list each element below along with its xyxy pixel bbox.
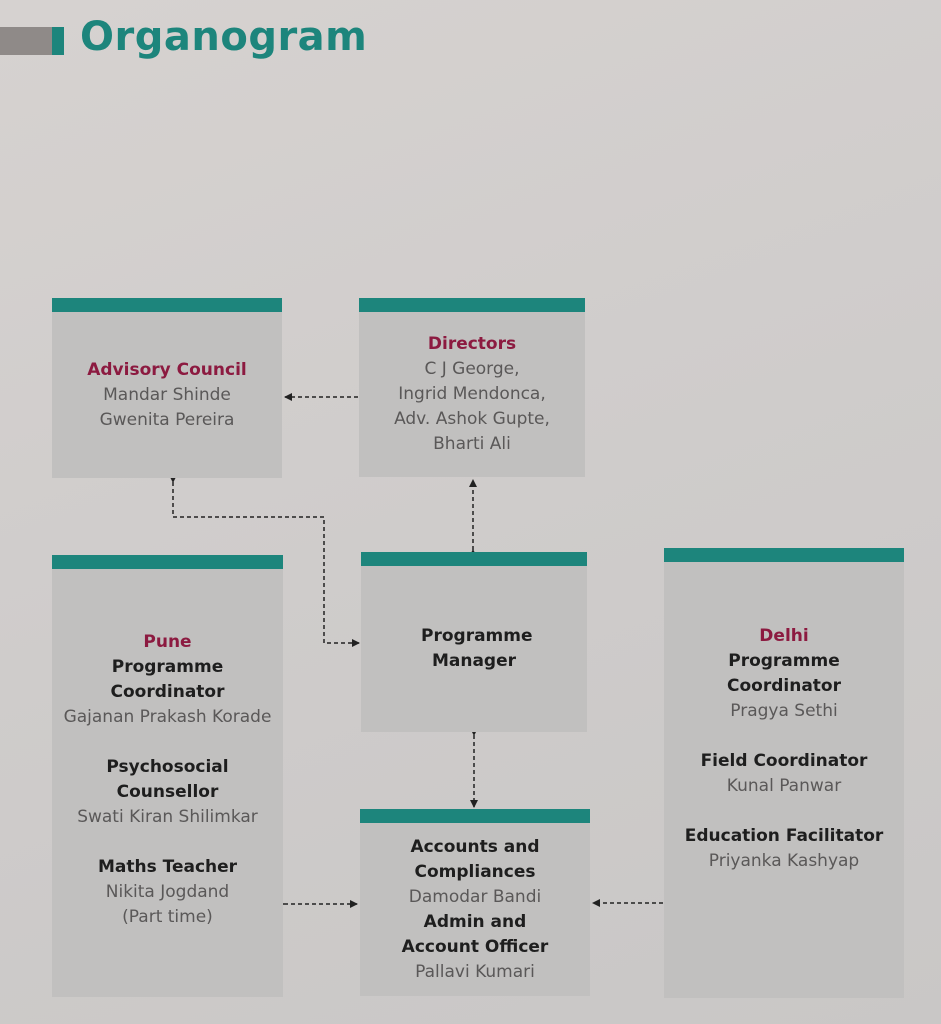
delhi-box: Delhi Programme Coordinator Pragya Sethi… — [664, 548, 904, 998]
role-title: Education Facilitator — [684, 826, 884, 846]
role-title: Accounts and Compliances — [410, 836, 540, 882]
member-name: Mandar Shinde — [103, 384, 231, 405]
member-name: Ingrid Mendonca, — [398, 384, 546, 404]
box-header-bar — [361, 552, 587, 566]
box-header-bar — [52, 555, 283, 569]
role-title: Psychosocial Counsellor — [106, 757, 229, 802]
role-title: Programme Coordinator — [110, 657, 225, 702]
person-name: Swati Kiran Shilimkar — [77, 807, 258, 827]
member-name: Adv. Ashok Gupte, — [394, 409, 550, 429]
person-name: Pragya Sethi — [730, 701, 838, 721]
person-name: Gajanan Prakash Korade — [63, 707, 272, 727]
role-title: Maths Teacher — [97, 857, 238, 877]
person-name: Nikita Jogdand — [105, 882, 230, 902]
delhi-heading: Delhi — [759, 626, 809, 646]
member-name: C J George, — [424, 359, 520, 379]
directors-heading: Directors — [427, 334, 517, 354]
page-title: Organogram — [80, 14, 368, 60]
manager-role: Programme Manager — [421, 626, 533, 671]
person-name: Damodar Bandi — [408, 886, 542, 907]
box-header-bar — [360, 809, 590, 823]
person-name: Priyanka Kashyap — [708, 851, 860, 871]
person-name: Pallavi Kumari — [415, 961, 535, 982]
member-name: Gwenita Pereira — [99, 409, 235, 430]
box-header-bar — [52, 298, 282, 312]
member-name: Bharti Ali — [433, 434, 511, 454]
title-decoration-grey — [0, 27, 52, 55]
advisory-council-box: Advisory Council Mandar Shinde Gwenita P… — [52, 298, 282, 478]
pune-heading: Pune — [143, 632, 192, 652]
role-title: Programme Coordinator — [727, 651, 841, 696]
link-advisory-manager — [169, 475, 360, 647]
advisory-heading: Advisory Council — [87, 359, 247, 380]
pune-box: Pune Programme Coordinator Gajanan Praka… — [52, 555, 283, 997]
directors-box: Directors C J George, Ingrid Mendonca, A… — [359, 298, 585, 477]
role-title: Field Coordinator — [700, 751, 868, 771]
person-name: Kunal Panwar — [726, 776, 842, 796]
role-note: (Part time) — [122, 907, 213, 927]
accounts-box: Accounts and Compliances Damodar Bandi A… — [360, 809, 590, 996]
box-header-bar — [664, 548, 904, 562]
box-header-bar — [359, 298, 585, 312]
title-decoration-teal — [52, 27, 64, 55]
programme-manager-box: Programme Manager — [361, 552, 587, 732]
role-title: Admin and Account Officer — [401, 911, 549, 957]
